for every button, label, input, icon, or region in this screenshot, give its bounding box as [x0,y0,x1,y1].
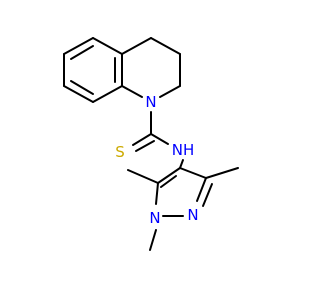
atom-nh: NH [172,141,195,159]
double-bond-inner [160,175,177,188]
bond [150,37,181,55]
bond [63,37,94,55]
n-ring-label: N [145,93,156,111]
bond [179,159,184,169]
bond [135,140,155,152]
nh-label: NH [172,141,195,159]
methyl-bond [127,169,159,184]
s-thio-label: S [115,143,125,161]
bond [196,177,207,202]
n1-pyrazole-label: N [149,209,160,227]
double-bond-inner [70,45,94,60]
atom-s-thio: S [115,143,125,161]
bond [121,37,152,55]
bond [157,167,181,184]
atom-layer: N S NH N N [115,93,198,227]
n2-pyrazole-label: N [187,206,198,224]
bond [63,85,94,103]
double-bond-inner [70,80,94,95]
bond [155,182,159,205]
bond [92,85,123,103]
bond [121,85,143,98]
molecule-structure: N S NH N N [63,37,239,251]
bond [92,37,123,55]
methyl-bond [149,229,157,251]
bond-layer [63,37,239,251]
bond [132,133,152,146]
atom-n-ring: N [145,93,156,111]
bond [150,133,169,145]
bond [179,167,207,179]
atom-n1-pyrazole: N [149,209,160,227]
double-bond-inner [202,183,213,207]
bond [159,85,181,98]
atom-n2-pyrazole: N [187,206,198,224]
methyl-bond [205,167,239,179]
